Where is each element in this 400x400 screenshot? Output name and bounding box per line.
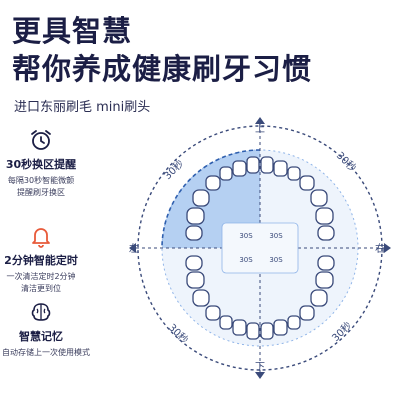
feature-zone-reminder: 30秒换区提醒 每隔30秒智能微颤 提醒刷牙换区	[2, 128, 80, 199]
arc-label-bottom-left: 30秒	[166, 321, 191, 346]
feature-desc: 每隔30秒智能微颤	[7, 176, 75, 185]
feature-desc: 清洁更到位	[21, 284, 61, 293]
arc-label-top-right: 30秒	[334, 149, 359, 174]
label-bottom: 下	[255, 362, 265, 373]
arrow-top-icon	[255, 117, 265, 124]
label-right: 右	[375, 242, 385, 255]
label-top: 上	[255, 123, 265, 135]
quadrant-label-top-right: 30S	[269, 232, 283, 240]
feature-memory: 智慧记忆 自动存储上一次使用模式	[2, 300, 90, 359]
quadrant-label-bottom-right: 30S	[269, 256, 283, 264]
bell-icon	[32, 228, 50, 248]
brain-icon	[31, 303, 51, 321]
arc-label-top-left: 30秒	[161, 157, 186, 182]
feature-title: 智慧记忆	[19, 330, 63, 343]
feature-title: 2分钟智能定时	[4, 254, 78, 267]
arc-label-bottom-right: 30秒	[329, 319, 354, 344]
quadrant-label-bottom-left: 30S	[239, 256, 253, 264]
label-left: 左	[129, 242, 139, 255]
feature-desc: 一次清洁定时2分钟	[6, 272, 76, 281]
alarm-clock-icon	[31, 130, 51, 150]
feature-timer: 2分钟智能定时 一次清洁定时2分钟 清洁更到位	[2, 224, 80, 295]
lower-teeth	[185, 255, 335, 340]
arrow-left-icon	[129, 243, 136, 253]
center-panel	[221, 222, 299, 274]
arrow-bottom-icon	[255, 372, 265, 379]
feature-desc: 自动存储上一次使用模式	[2, 348, 90, 357]
headline-line-1: 更具智慧	[12, 14, 133, 48]
feature-title: 30秒换区提醒	[5, 158, 77, 171]
upper-teeth	[185, 156, 335, 241]
quadrant-label-top-left: 30S	[239, 232, 253, 240]
feature-desc: 提醒刷牙换区	[17, 188, 65, 197]
arrow-right-icon	[384, 243, 391, 253]
headline-line-2: 帮你养成健康刷牙习惯	[12, 52, 313, 86]
subheadline: 进口东丽刷毛 mini刷头	[14, 100, 151, 115]
